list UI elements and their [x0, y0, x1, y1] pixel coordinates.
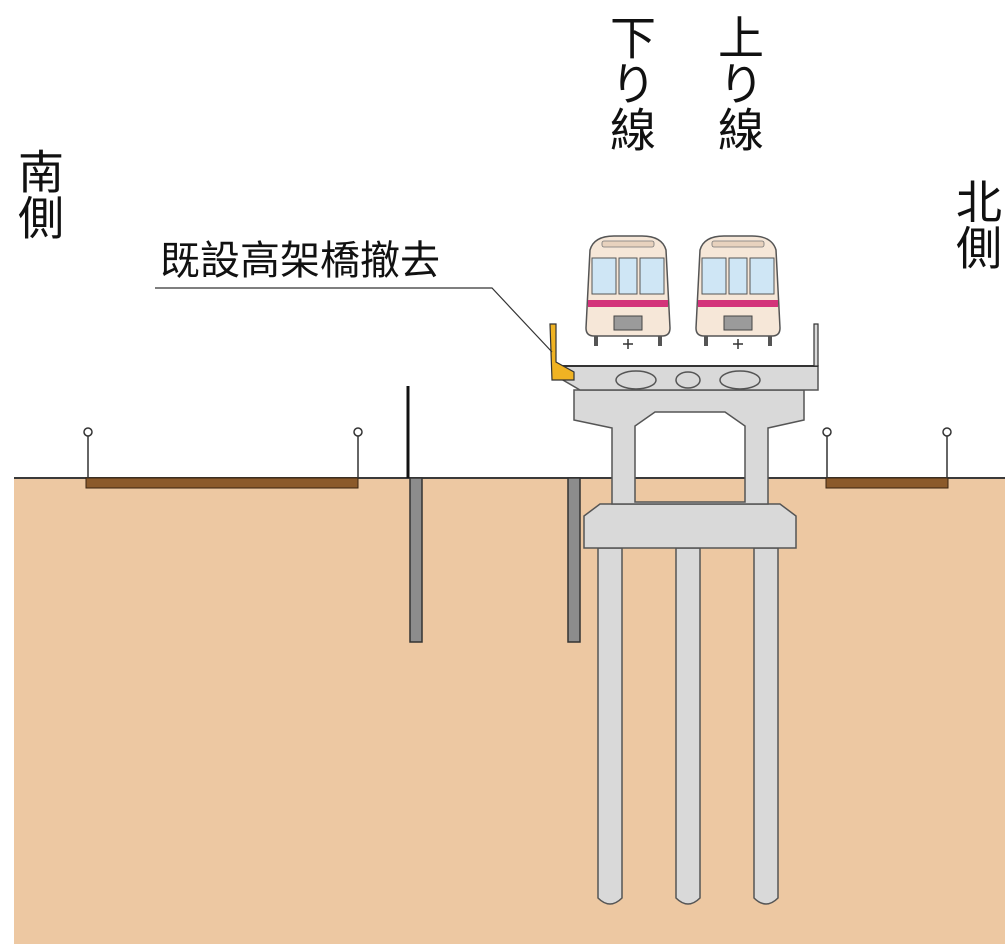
south-road-surface	[83, 427, 363, 489]
north-side-label: 北側	[949, 178, 1003, 270]
up-line-label: 上り線	[711, 14, 765, 152]
foundation-piles	[597, 547, 779, 905]
pier	[573, 389, 805, 505]
sheet-pile-right	[567, 477, 581, 643]
train-front-icon	[585, 235, 671, 349]
train-front-icon	[695, 235, 781, 349]
sheet-pile-left	[406, 386, 423, 643]
removed-viaduct-part	[549, 323, 575, 381]
north-road-surface	[822, 427, 952, 489]
removal-label: 既設高架橋撤去	[160, 238, 440, 284]
down-line-label: 下り線	[603, 14, 657, 152]
pile-cap	[583, 503, 797, 549]
deck-slab	[554, 323, 819, 391]
ground	[14, 478, 1005, 944]
leader-line	[155, 287, 553, 353]
south-side-label: 南側	[11, 148, 65, 240]
